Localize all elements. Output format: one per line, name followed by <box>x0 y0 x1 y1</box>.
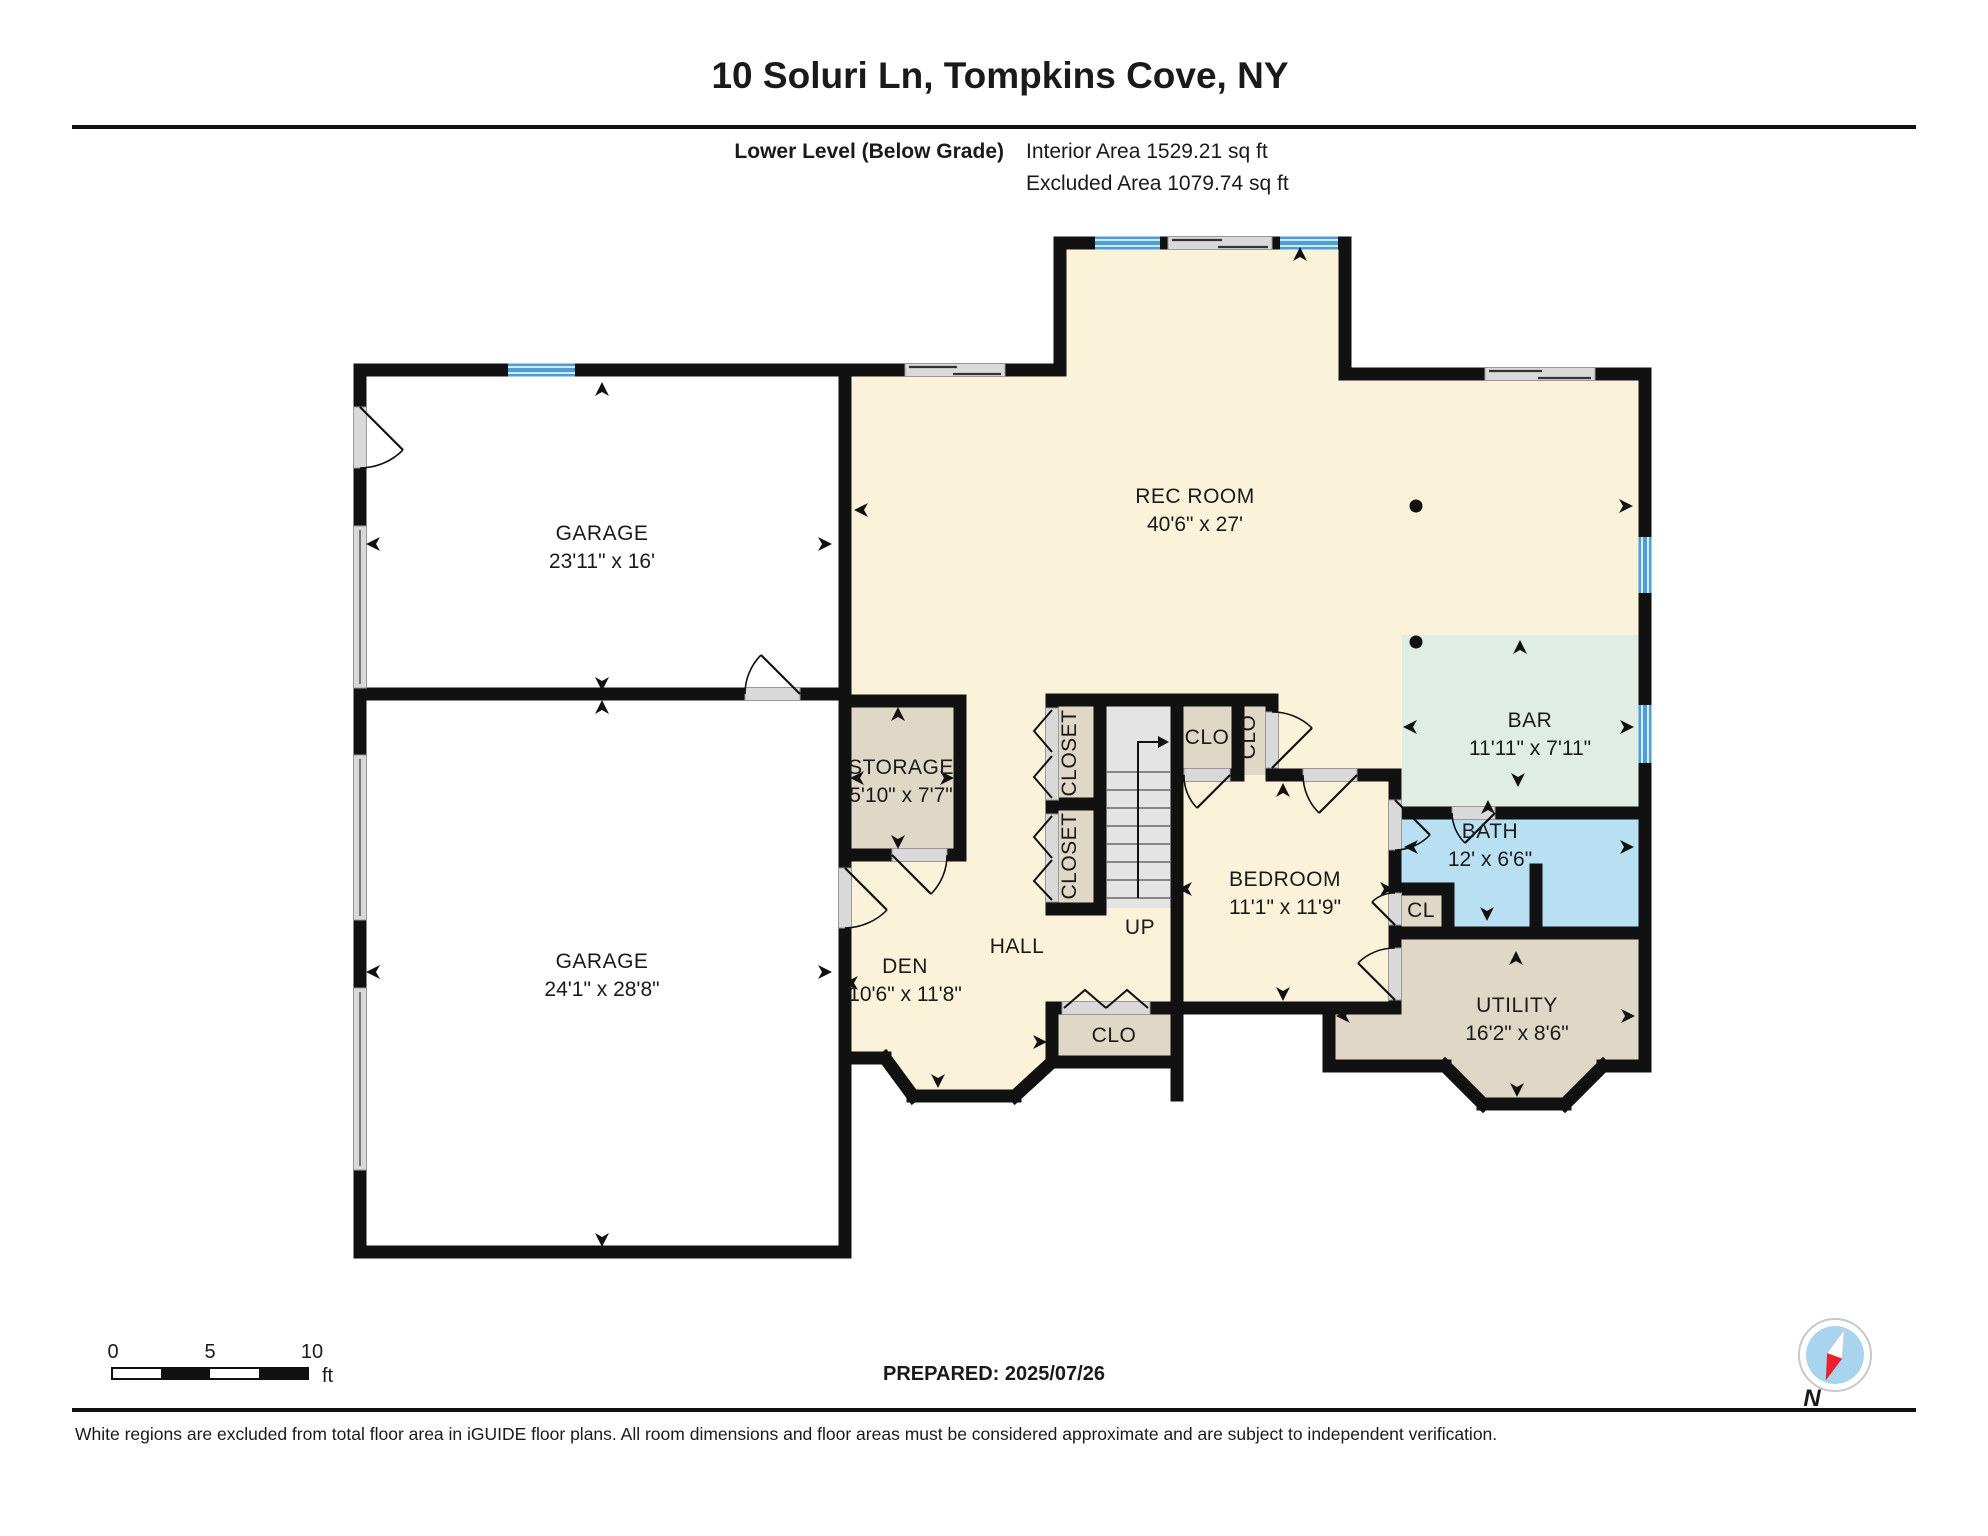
bedroom-label: BEDROOM <box>1229 868 1341 891</box>
excluded-area-label: Excluded Area 1079.74 sq ft <box>1026 172 1289 195</box>
bath-dims: 12' x 6'6" <box>1448 848 1532 871</box>
door-clo-bedroom-right <box>1265 711 1313 769</box>
cl-bath-floor <box>1395 889 1448 933</box>
closet-a-label: CLOSET <box>1058 709 1081 796</box>
window-recroom-bay-right <box>1280 236 1338 250</box>
bar-label: BAR <box>1508 709 1553 732</box>
bifold-clo-hall <box>1061 988 1151 1015</box>
doors <box>353 406 1496 1015</box>
footer-divider <box>72 1408 1916 1412</box>
clo-bedroom-left-floor <box>1177 700 1238 775</box>
garage-door-upper <box>353 525 367 689</box>
clo-hall-floor <box>1052 1008 1177 1062</box>
door-bedroom-to-utility <box>1357 947 1402 1001</box>
compass-needle <box>1825 1327 1845 1381</box>
closet-b-label: CLOSET <box>1058 812 1081 899</box>
scale-bar-seg2 <box>259 1368 308 1379</box>
window-bar-right <box>1638 705 1652 763</box>
footer: 0 5 10 ft PREPARED: 2025/07/26 N White r… <box>72 1318 1916 1444</box>
garage-lower-dims: 24'1" x 28'8" <box>544 978 659 1001</box>
door-bedroom-entry <box>1302 768 1358 814</box>
garage-doors <box>353 525 367 1171</box>
clo-bedroom-left-label: CLO <box>1185 726 1230 749</box>
door-storage <box>891 848 948 895</box>
page-title: 10 Soluri Ln, Tompkins Cove, NY <box>711 55 1288 96</box>
compass: N <box>1798 1318 1872 1412</box>
floor-plan: GARAGE 23'11" x 16' GARAGE 24'1" x 28'8"… <box>353 236 1652 1259</box>
prepared-date: PREPARED: 2025/07/26 <box>883 1363 1105 1385</box>
column-dot-bar <box>1409 635 1423 649</box>
columns <box>1409 499 1423 649</box>
header-divider <box>72 125 1916 129</box>
scale-tick-10: 10 <box>301 1341 323 1363</box>
scale-bar-seg1 <box>161 1368 210 1379</box>
door-garage-upper-to-den <box>744 654 801 701</box>
storage-floor <box>845 701 960 855</box>
interior-area-label: Interior Area 1529.21 sq ft <box>1026 140 1268 163</box>
door-garage-upper-entry <box>353 406 404 469</box>
den-dims: 10'6" x 11'8" <box>848 983 962 1006</box>
scale-tick-0: 0 <box>107 1341 118 1363</box>
door-garage-lower-to-den <box>838 867 888 929</box>
garage-door-lower-2 <box>353 987 367 1171</box>
utility-dims: 16'2" x 8'6" <box>1465 1022 1569 1045</box>
garage-lower-label: GARAGE <box>556 950 649 973</box>
scale-tick-5: 5 <box>204 1341 215 1363</box>
bedroom-dims: 11'1" x 11'9" <box>1229 896 1341 919</box>
hall-label: HALL <box>990 935 1045 958</box>
header: 10 Soluri Ln, Tompkins Cove, NY Lower Le… <box>72 55 1916 195</box>
stair-direction-arrowhead <box>1158 736 1169 748</box>
clo-hall-label: CLO <box>1092 1024 1137 1047</box>
garage-upper-label: GARAGE <box>556 522 649 545</box>
garage-upper-dims: 23'11" x 16' <box>549 550 655 573</box>
room-labels: GARAGE 23'11" x 16' GARAGE 24'1" x 28'8"… <box>544 485 1591 1047</box>
column-dot-recroom <box>1409 499 1423 513</box>
compass-north-label: N <box>1803 1385 1821 1412</box>
closet-b-floor <box>1052 804 1100 909</box>
sliding-doors <box>904 236 1596 381</box>
garage-door-lower-1 <box>353 754 367 921</box>
level-label: Lower Level (Below Grade) <box>734 140 1004 163</box>
bifold-closet-b <box>1032 813 1059 903</box>
slider-recroom-topright <box>1484 367 1596 381</box>
staircase <box>1106 736 1171 899</box>
bar-floor <box>1402 635 1645 813</box>
stair-direction-line <box>1137 741 1158 898</box>
rec-room-dims: 40'6" x 27' <box>1147 513 1243 536</box>
cl-bath-label: CL <box>1407 899 1435 922</box>
disclaimer-text: White regions are excluded from total fl… <box>75 1424 1497 1444</box>
scale-bar: 0 5 10 ft <box>107 1341 333 1387</box>
bath-label: BATH <box>1462 820 1518 843</box>
stairs-up-label: UP <box>1125 916 1155 939</box>
windows <box>508 236 1652 763</box>
scale-unit: ft <box>322 1365 334 1387</box>
slider-recroom-topleft <box>904 363 1006 377</box>
den-label: DEN <box>882 955 928 978</box>
slider-recroom-bay <box>1167 236 1273 250</box>
rec-room-label: REC ROOM <box>1135 485 1255 508</box>
window-garage-top <box>508 363 575 377</box>
window-recroom-bay-left <box>1095 236 1160 250</box>
storage-label: STORAGE <box>848 756 954 779</box>
door-clo-bedroom-left <box>1183 768 1231 809</box>
utility-label: UTILITY <box>1476 994 1558 1017</box>
door-cl-bath <box>1371 892 1402 926</box>
closet-a-floor <box>1052 700 1100 804</box>
bifold-closet-a <box>1032 707 1059 801</box>
window-recroom-right <box>1638 537 1652 593</box>
storage-dims: 5'10" x 7'7" <box>849 784 953 807</box>
clo-bedroom-right-label: CLO <box>1237 715 1260 760</box>
bar-dims: 11'11" x 7'11" <box>1469 737 1591 760</box>
